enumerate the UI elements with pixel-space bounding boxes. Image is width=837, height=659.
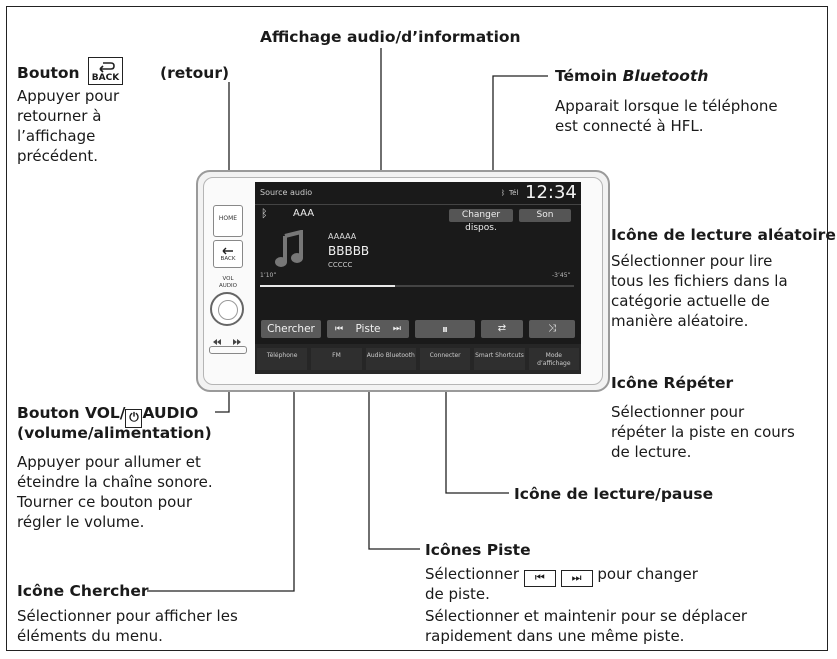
progress-fill — [260, 285, 396, 287]
display-callout-title: Affichage audio/d’information — [260, 28, 521, 46]
bluetooth-callout-title: Témoin Bluetooth — [555, 66, 708, 86]
track-title: BBBBB — [328, 244, 370, 258]
shuffle-callout-title: Icône de lecture aléatoire — [611, 226, 836, 244]
shuffle-desc-3: catégorie actuelle de — [611, 292, 770, 310]
source-label: Source audio — [260, 188, 313, 197]
line-track — [368, 336, 420, 550]
display-screen: Source audio ᛒ Tél 12:34 ᛒ AAA Changer d… — [255, 182, 581, 374]
bottom-bar-item[interactable]: FM — [311, 348, 362, 370]
bottom-bar — [255, 344, 581, 374]
back-icon: BACK — [88, 57, 123, 85]
search-callout-title: Icône Chercher — [17, 582, 149, 600]
bluetooth-desc-2: est connecté à HFL. — [555, 117, 704, 135]
sound-button[interactable]: Son — [519, 209, 571, 222]
track-desc-a: Sélectionner — [425, 565, 520, 583]
progress-track[interactable] — [260, 285, 574, 287]
back-label: BACK — [220, 256, 236, 262]
bluetooth-desc-1: Apparait lorsque le téléphone — [555, 97, 778, 115]
time-elapsed: 1’10” — [260, 272, 277, 279]
prev-track-icon[interactable]: ⏮ — [335, 324, 344, 334]
bluetooth-icon: ᛒ — [261, 207, 268, 220]
time-remaining: -3’45” — [552, 272, 571, 279]
home-button[interactable]: HOME — [213, 205, 243, 237]
vol-desc-4: régler le volume. — [17, 513, 145, 531]
bottom-bar-item[interactable]: Téléphone — [257, 348, 308, 370]
track-label: Piste — [355, 323, 381, 335]
skip-buttons[interactable] — [210, 332, 244, 345]
bottom-bar-item[interactable]: Mode d’affichage — [528, 348, 579, 370]
vol-callout-title-line2: (volume/alimentation) — [17, 424, 212, 442]
track-album: CCCCC — [328, 261, 353, 269]
repeat-desc-3: de lecture. — [611, 443, 692, 461]
back-arrow-icon — [222, 247, 233, 255]
track-callout-title: Icônes Piste — [425, 541, 531, 559]
back-desc-1: Appuyer pour — [17, 87, 120, 105]
bottom-bar-item[interactable]: Connecter — [420, 348, 471, 370]
vol-desc-3: Tourner ce bouton pour — [17, 493, 193, 511]
vol-audio-knob[interactable] — [210, 292, 244, 326]
repeat-icon[interactable]: ⇄ — [481, 320, 523, 338]
power-icon: ⏻ — [125, 409, 143, 428]
back-desc-3: l’affichage — [17, 127, 96, 145]
change-device-button[interactable]: Changer dispos. — [449, 209, 513, 233]
prev-track-box-icon: ⏮ — [523, 570, 556, 587]
next-track-icon[interactable]: ⏭ — [392, 324, 401, 334]
next-track-box-icon: ⏭ — [560, 570, 593, 587]
clock: 12:34 — [525, 182, 577, 203]
shuffle-desc-2: tous les fichiers dans la — [611, 272, 788, 290]
device-name: AAA — [293, 208, 315, 219]
track-desc-e: rapidement dans une même piste. — [425, 627, 685, 645]
shuffle-desc-4: manière aléatoire. — [611, 312, 749, 330]
knob-ring — [218, 300, 238, 320]
play-pause-icon[interactable]: ⏸ — [415, 320, 475, 338]
bluetooth-title-italic: Bluetooth — [622, 67, 709, 85]
search-desc-2: éléments du menu. — [17, 627, 163, 645]
repeat-desc-2: répéter la piste en cours — [611, 423, 795, 441]
track-desc-d: Sélectionner et maintenir pour se déplac… — [425, 607, 748, 625]
line-search — [147, 336, 295, 592]
back-desc-2: retourner à — [17, 107, 102, 125]
line-bluetooth — [492, 75, 548, 189]
figure-border — [6, 6, 828, 651]
track-control[interactable]: ⏮ Piste ⏭ — [327, 320, 409, 338]
search-desc-1: Sélectionner pour afficher les — [17, 607, 238, 625]
back-callout-suffix: (retour) — [160, 64, 230, 82]
repeat-desc-1: Sélectionner pour — [611, 403, 745, 421]
bluetooth-title-prefix: Témoin — [555, 67, 623, 85]
bottom-bar-item[interactable]: Smart Shortcuts — [474, 348, 525, 370]
back-callout-title: Bouton — [17, 64, 80, 82]
home-label: HOME — [218, 215, 238, 222]
repeat-callout-title: Icône Répéter — [611, 374, 734, 392]
vol-desc-2: éteindre la chaîne sonore. — [17, 473, 213, 491]
vol-title-a: Bouton VOL/ — [17, 404, 126, 422]
shuffle-icon[interactable]: ⤨ — [529, 320, 575, 338]
bluetooth-indicator-icon: ᛒ — [501, 189, 506, 197]
header-divider — [255, 204, 581, 205]
bottom-bar-item[interactable]: Audio Bluetooth — [365, 348, 416, 370]
tune-bar[interactable] — [209, 346, 247, 354]
search-control[interactable]: Chercher — [261, 320, 321, 338]
signal-indicator: Tél — [509, 189, 519, 197]
track-desc-b: pour changer — [597, 565, 698, 583]
back-icon-label: BACK — [91, 73, 120, 83]
music-note-icon — [275, 230, 303, 267]
skip-icons — [213, 339, 241, 345]
vol-title-b: AUDIO — [142, 404, 199, 422]
playpause-callout-title: Icône de lecture/pause — [514, 485, 714, 503]
shuffle-desc-1: Sélectionner pour lire — [611, 252, 773, 270]
back-hardware-button[interactable]: BACK — [213, 240, 243, 268]
track-desc-c: de piste. — [425, 585, 490, 603]
vol-desc-1: Appuyer pour allumer et — [17, 453, 201, 471]
vol-audio-label: VOL AUDIO — [219, 276, 237, 289]
back-desc-4: précédent. — [17, 147, 98, 165]
track-artist: AAAAA — [328, 232, 357, 241]
vol-callout-title: Bouton VOL/⏻AUDIO — [17, 403, 198, 428]
track-desc-line1: Sélectionner ⏮ ⏭ pour changer — [425, 564, 698, 587]
